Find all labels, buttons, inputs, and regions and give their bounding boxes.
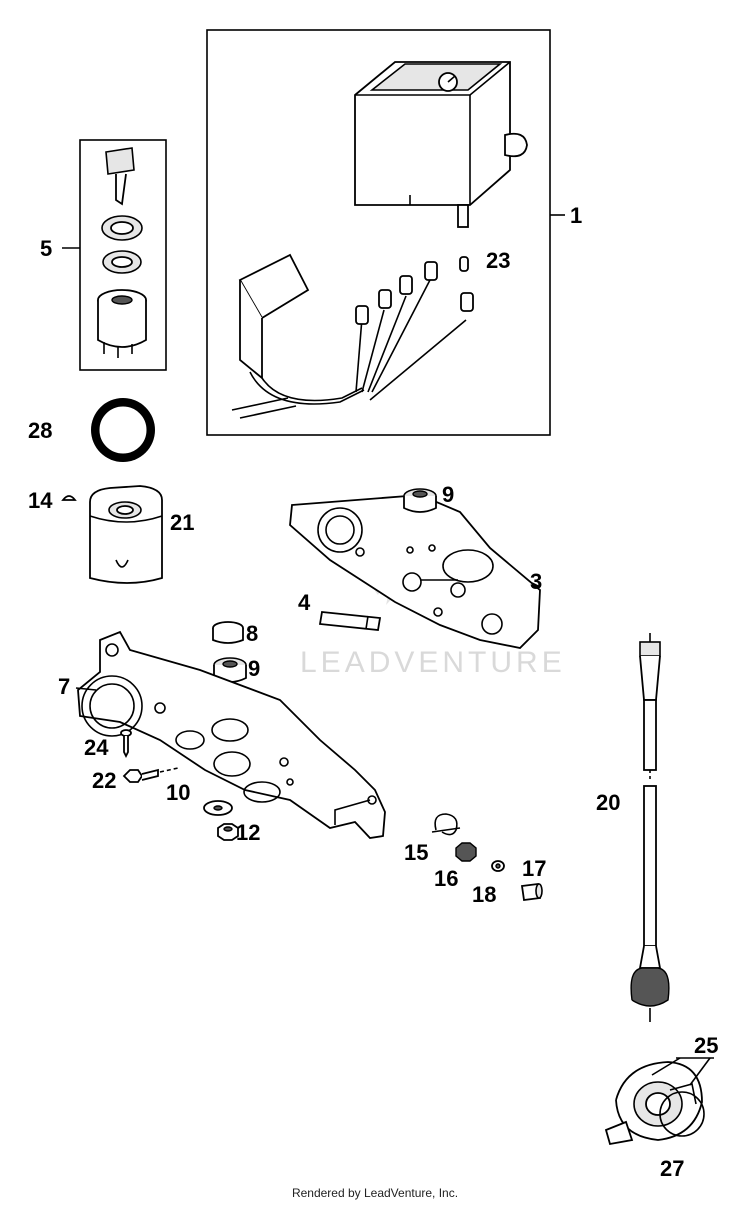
callout-14: 14	[28, 488, 53, 513]
part-8-bushing: 8	[212, 621, 258, 646]
part-16-nut: 16	[434, 842, 477, 891]
part-7-bracket: 7	[58, 630, 386, 839]
part-5-ignition-group: 5	[40, 139, 167, 371]
part-24-screw: 24	[84, 729, 132, 760]
part-21-cover: 14 21	[28, 485, 194, 584]
part-20-cable: 20	[596, 633, 670, 1022]
callout-24: 24	[84, 735, 109, 760]
callout-9-upper: 9	[442, 482, 454, 507]
part-28-decal: 28	[28, 398, 155, 462]
watermark-text: LEADVENTURE	[300, 646, 566, 679]
callout-20: 20	[596, 790, 620, 815]
part-23-bulb	[459, 256, 469, 272]
callout-27: 27	[660, 1156, 684, 1181]
callout-21: 21	[170, 510, 194, 535]
callout-9-lower: 9	[248, 656, 260, 681]
part-3-gasket-plate: 3	[289, 494, 542, 649]
part-22-bolt: 22	[92, 767, 179, 793]
callout-7: 7	[58, 674, 70, 699]
part-18-washer: 18	[472, 860, 505, 907]
callout-17: 17	[522, 856, 546, 881]
callout-16: 16	[434, 866, 458, 891]
callout-3: 3	[530, 569, 542, 594]
speedometer-body	[354, 61, 528, 228]
callout-5: 5	[40, 236, 52, 261]
wiring-harness	[231, 253, 474, 419]
callout-28: 28	[28, 418, 52, 443]
callout-15: 15	[404, 840, 428, 865]
part-1-speedometer-group: 1 23	[206, 29, 582, 436]
callout-8: 8	[246, 621, 258, 646]
callout-12: 12	[236, 820, 260, 845]
footer-credit: Rendered by LeadVenture, Inc.	[291, 1186, 459, 1200]
callout-18: 18	[472, 882, 496, 907]
callout-1: 1	[570, 203, 582, 228]
part-25-drive-unit: 25 27	[604, 1033, 718, 1181]
part-4-strip: 4	[298, 590, 382, 631]
callout-23: 23	[486, 248, 510, 273]
callout-4: 4	[298, 590, 311, 615]
part-5-frame	[79, 139, 167, 371]
part-12-nut: 12	[217, 820, 260, 845]
part-17-screw: 17	[520, 856, 546, 902]
callout-25: 25	[694, 1033, 718, 1058]
part-10-washer: 10	[166, 780, 233, 816]
part-15-clip: 15	[404, 813, 461, 865]
callout-22: 22	[92, 768, 116, 793]
callout-10: 10	[166, 780, 190, 805]
part-1-frame	[206, 29, 551, 436]
part-9a-grommet: 9	[403, 482, 454, 513]
